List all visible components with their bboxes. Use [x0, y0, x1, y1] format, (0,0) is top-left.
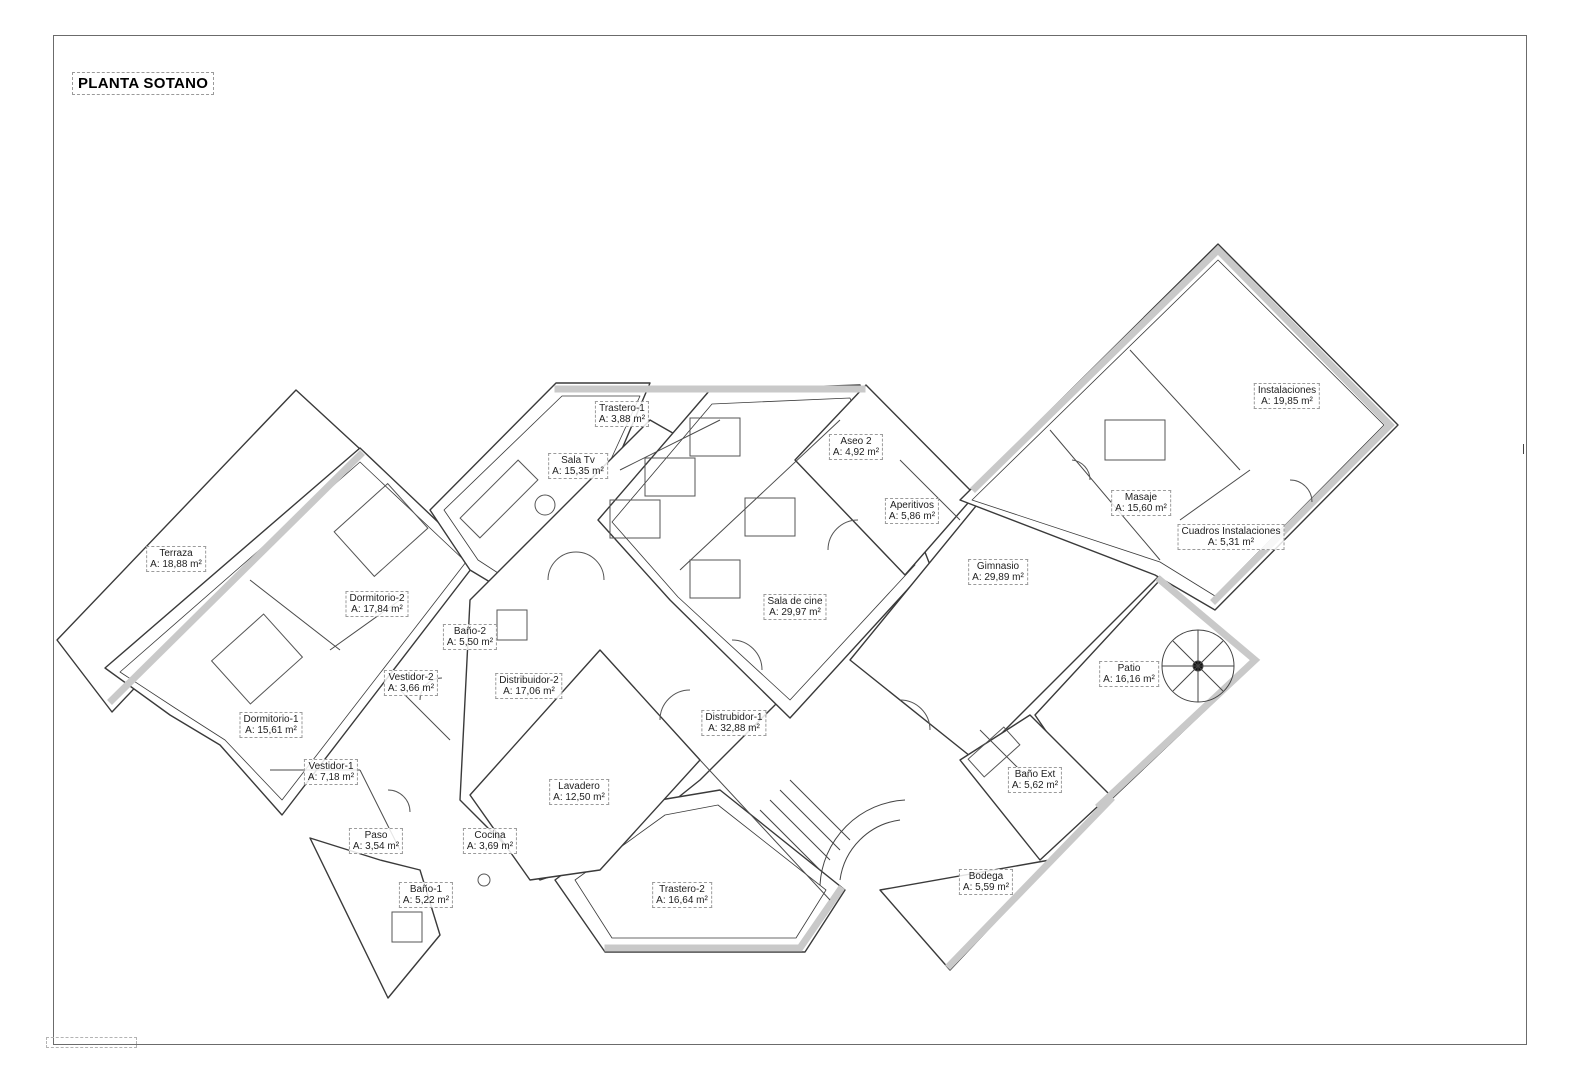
room-area: A: 29,97 m²: [769, 607, 821, 618]
room-name: Dormitorio-1: [243, 714, 299, 725]
room-name: Trastero-2: [659, 884, 705, 895]
room-label-trastero-2: Trastero-2 A: 16,64 m²: [652, 882, 712, 908]
room-label-gimnasio: Gimnasio A: 29,89 m²: [968, 559, 1028, 585]
cinema-seat-5: [689, 559, 741, 599]
room-area: A: 7,18 m²: [307, 772, 355, 783]
sofa-sala-tv: [459, 459, 539, 539]
room-label-aseo-2: Aseo 2 A: 4,92 m²: [828, 434, 884, 460]
room-label-bano-ext: Baño Ext A: 5,62 m²: [1007, 767, 1063, 793]
room-label-patio: Patio A: 16,16 m²: [1099, 661, 1159, 687]
cinema-seat-4: [744, 497, 796, 537]
room-name: Sala Tv: [561, 455, 595, 466]
shower-bano-1: [391, 911, 423, 943]
room-area: A: 5,50 m²: [446, 637, 494, 648]
room-label-dormitorio-2: Dormitorio-2 A: 17,84 m²: [345, 591, 409, 617]
cinema-seat-1: [609, 499, 661, 539]
edge-mark: [1523, 444, 1524, 454]
room-name: Aseo 2: [840, 436, 872, 447]
room-label-paso: Paso A: 3,54 m²: [348, 828, 404, 854]
stamp-box: [46, 1037, 137, 1048]
room-name: Trastero-1: [599, 403, 645, 414]
room-name: Masaje: [1124, 492, 1158, 503]
room-area: A: 15,35 m²: [552, 466, 604, 477]
room-label-sala-tv: Sala Tv A: 15,35 m²: [548, 453, 608, 479]
room-label-bodega: Bodega A: 5,59 m²: [958, 869, 1014, 895]
sink-cocina: [477, 873, 491, 887]
room-area: A: 5,59 m²: [962, 882, 1010, 893]
room-area: A: 4,92 m²: [832, 447, 880, 458]
room-name: Sala de cine: [767, 596, 823, 607]
room-area: A: 16,16 m²: [1103, 674, 1155, 685]
room-name: Aperitivos: [890, 500, 934, 511]
room-name: Cuadros Instalaciones: [1181, 526, 1281, 537]
bed-dormitorio-1: [210, 613, 304, 705]
room-name: Paso: [364, 830, 388, 841]
room-name: Vestidor-2: [388, 672, 434, 683]
room-area: A: 15,61 m²: [245, 725, 297, 736]
spiral-stair-patio: [1161, 629, 1235, 703]
room-area: A: 5,22 m²: [402, 895, 450, 906]
room-name: Lavadero: [558, 781, 600, 792]
room-area: A: 5,62 m²: [1011, 780, 1059, 791]
room-name: Gimnasio: [976, 561, 1020, 572]
room-label-cuadros-instalaciones: Cuadros Instalaciones A: 5,31 m²: [1177, 524, 1285, 550]
room-name: Dormitorio-2: [349, 593, 405, 604]
south-terrace-outline: [309, 837, 441, 999]
room-label-cocina: Cocina A: 3,69 m²: [462, 828, 518, 854]
room-name: Patio: [1117, 663, 1141, 674]
room-label-sala-de-cine: Sala de cine A: 29,97 m²: [763, 594, 827, 620]
room-label-lavadero: Lavadero A: 12,50 m²: [549, 779, 609, 805]
room-area: A: 18,88 m²: [150, 559, 202, 570]
cinema-seat-2: [644, 457, 696, 497]
room-label-distrubidor-1: Distrubidor-1 A: 32,88 m²: [701, 710, 767, 736]
room-label-trastero-1: Trastero-1 A: 3,88 m²: [594, 401, 650, 427]
bathtub-bano-ext: [967, 726, 1021, 778]
lavadero-outline: [469, 649, 701, 881]
massage-table: [1104, 419, 1166, 461]
room-area: A: 16,64 m²: [656, 895, 708, 906]
room-area: A: 3,88 m²: [598, 414, 646, 425]
room-label-instalaciones: Instalaciones A: 19,85 m²: [1253, 383, 1321, 409]
room-label-aperitivos: Aperitivos A: 5,86 m²: [884, 498, 940, 524]
room-area: A: 29,89 m²: [972, 572, 1024, 583]
room-area: A: 3,69 m²: [466, 841, 514, 852]
room-area: A: 32,88 m²: [708, 723, 760, 734]
room-label-vestidor-2: Vestidor-2 A: 3,66 m²: [383, 670, 439, 696]
room-area: A: 12,50 m²: [553, 792, 605, 803]
room-label-dormitorio-1: Dormitorio-1 A: 15,61 m²: [239, 712, 303, 738]
room-name: Distribuidor-2: [499, 675, 559, 686]
room-area: A: 3,66 m²: [387, 683, 435, 694]
drawing-frame: [53, 35, 1527, 1045]
room-area: A: 19,85 m²: [1261, 396, 1313, 407]
installations-outline: [959, 243, 1399, 611]
room-area: A: 5,86 m²: [888, 511, 936, 522]
room-name: Baño Ext: [1014, 769, 1056, 780]
plan-title: PLANTA SOTANO: [72, 72, 215, 95]
room-name: Baño-2: [453, 626, 487, 637]
room-area: A: 17,06 m²: [503, 686, 555, 697]
room-area: A: 17,84 m²: [351, 604, 403, 615]
bed-dormitorio-2: [333, 482, 429, 578]
room-name: Instalaciones: [1257, 385, 1317, 396]
room-label-bano-2: Baño-2 A: 5,50 m²: [442, 624, 498, 650]
room-area: A: 5,31 m²: [1207, 537, 1255, 548]
cinema-seat-3: [689, 417, 741, 457]
room-name: Baño-1: [409, 884, 443, 895]
room-area: A: 3,54 m²: [352, 841, 400, 852]
room-name: Distrubidor-1: [705, 712, 763, 723]
main-staircase: [759, 779, 906, 886]
room-label-vestidor-1: Vestidor-1 A: 7,18 m²: [303, 759, 359, 785]
room-label-masaje: Masaje A: 15,60 m²: [1111, 490, 1171, 516]
room-area: A: 15,60 m²: [1115, 503, 1167, 514]
room-name: Cocina: [474, 830, 506, 841]
table-sala-tv: [534, 494, 556, 516]
room-label-bano-1: Baño-1 A: 5,22 m²: [398, 882, 454, 908]
room-label-terraza: Terraza A: 18,88 m²: [146, 546, 206, 572]
room-label-distribuidor-2: Distribuidor-2 A: 17,06 m²: [495, 673, 563, 699]
room-name: Vestidor-1: [308, 761, 354, 772]
room-name: Bodega: [968, 871, 1004, 882]
room-name: Terraza: [159, 548, 193, 559]
